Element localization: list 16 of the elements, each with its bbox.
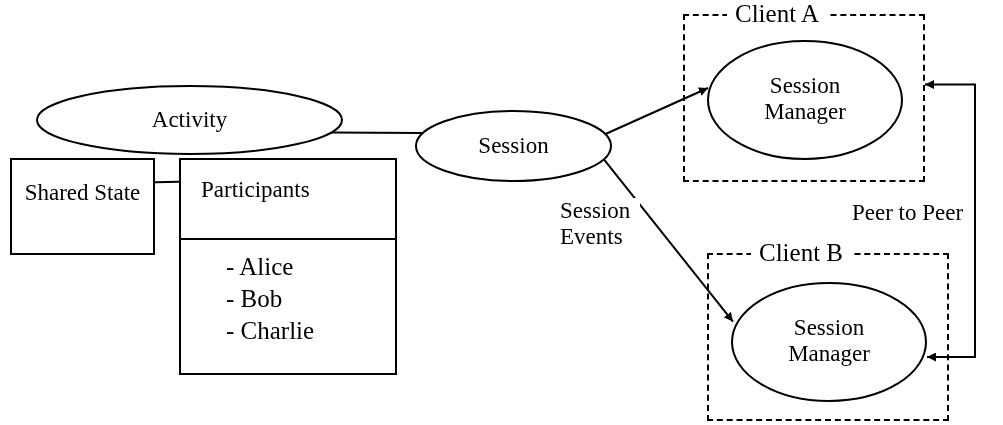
node-label: Session Manager: [787, 315, 871, 367]
arrow: [605, 87, 709, 135]
arrow: [603, 158, 734, 323]
connector-line: [329, 131, 423, 135]
class-header: Participants: [181, 160, 395, 240]
node-label: Session Manager: [763, 73, 847, 125]
connector-line: [154, 180, 180, 184]
process-box: [10, 158, 155, 255]
node-label: Shared State: [23, 180, 142, 206]
list-item: - Bob: [226, 284, 283, 314]
node-label: Activity: [150, 107, 229, 133]
arrow: [924, 80, 976, 362]
node-label: Session: [477, 133, 550, 159]
class-box: [179, 158, 397, 375]
list-item: - Charlie: [226, 316, 315, 346]
list-item: - Alice: [226, 252, 294, 282]
